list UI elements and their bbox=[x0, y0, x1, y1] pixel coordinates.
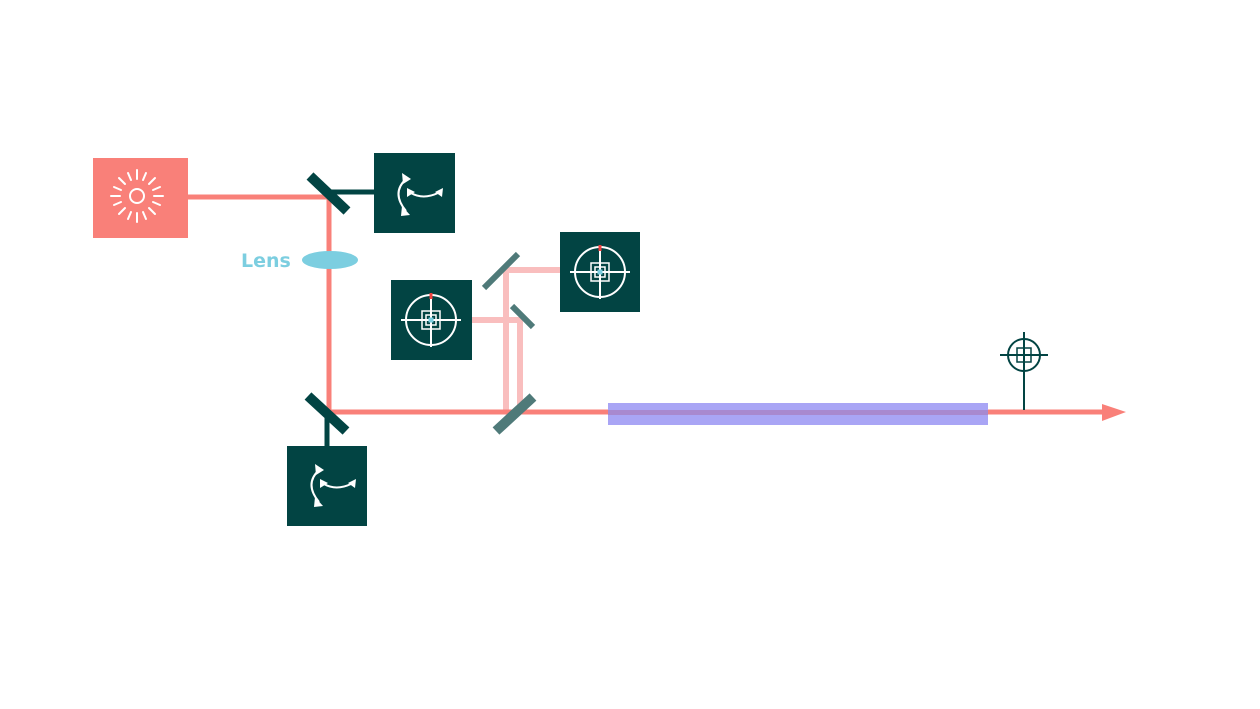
laser-beam-path bbox=[188, 194, 1106, 415]
motor-actuator bbox=[374, 153, 455, 233]
beam-camera-right bbox=[560, 232, 640, 312]
crosshair-target-icon bbox=[401, 293, 461, 347]
beam-arrowhead-icon bbox=[1102, 404, 1126, 421]
crosshair-target-icon bbox=[570, 245, 630, 299]
reflected-beams bbox=[471, 267, 560, 412]
lower-motorized-mirror bbox=[287, 392, 367, 526]
reflected-beam-lower bbox=[471, 317, 523, 412]
lens-label: Lens bbox=[241, 250, 291, 272]
pickoff-mirror-upper bbox=[481, 251, 521, 291]
rotation-arrows-icon bbox=[310, 464, 356, 507]
crosshair-icon bbox=[1000, 332, 1048, 372]
laser-source bbox=[93, 158, 188, 238]
output-detector bbox=[1000, 332, 1048, 410]
beam-camera-left bbox=[391, 280, 472, 360]
crystal-core bbox=[608, 410, 988, 415]
pickoff-mirror-lower bbox=[509, 303, 536, 330]
beam-splitter-main bbox=[492, 393, 537, 435]
reflected-beam-upper bbox=[503, 267, 560, 412]
mirror bbox=[304, 392, 350, 435]
upper-motorized-mirror bbox=[306, 153, 455, 233]
lens bbox=[302, 251, 358, 269]
starburst-icon bbox=[110, 169, 164, 223]
rotation-arrows-icon bbox=[397, 173, 443, 216]
mirror bbox=[306, 172, 351, 215]
